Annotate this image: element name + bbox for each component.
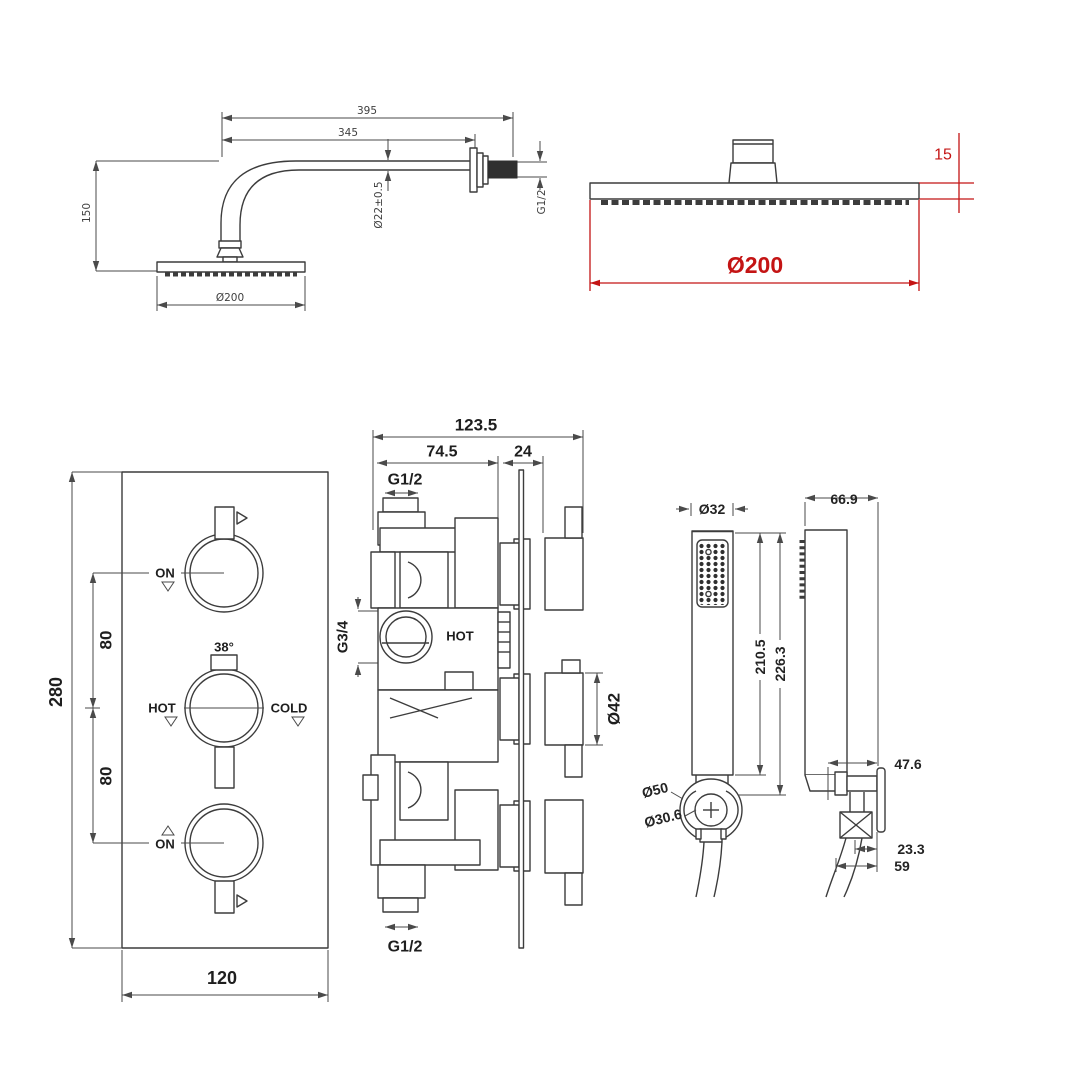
dim-knob-spacing-upper: 80 — [97, 631, 116, 650]
label-thread-bottom: G1/2 — [388, 939, 423, 956]
label-hot-side: HOT — [446, 629, 474, 644]
handshower-view: Ø32 66.9 210.5 226.3 Ø50 Ø30.6 47.6 23.3… — [640, 491, 925, 898]
dim-valve-body-width: 74.5 — [426, 444, 457, 461]
dim-hose-offset: 23.3 — [897, 841, 924, 857]
dim-plate-width: 120 — [207, 968, 237, 988]
dim-holder-inner-diameter: Ø30.6 — [643, 806, 684, 831]
head-red-dimension-lines — [589, 133, 974, 291]
label-on-top: ON — [155, 566, 175, 581]
dim-holder-outer-diameter: Ø50 — [640, 779, 670, 801]
dim-hand-side-width: 66.9 — [830, 491, 857, 507]
dim-bracket-offset: 47.6 — [894, 756, 921, 772]
dim-knob-spacing-lower: 80 — [97, 767, 116, 786]
dim-arm-drop-height: 150 — [81, 203, 93, 223]
dim-arm-total-length: 395 — [357, 105, 377, 117]
handshower-side-outline — [799, 529, 886, 898]
dim-arm-thread: G1/2 — [536, 189, 548, 214]
handshower-holder-outline — [679, 775, 743, 898]
label-hot: HOT — [148, 701, 176, 716]
label-on-bottom: ON — [155, 837, 175, 852]
dim-arm-pipe-diameter: Ø22±0.5 — [373, 181, 385, 228]
valve-side-view: 123.5 74.5 24 G1/2 G3/4 HOT Ø42 G1/2 — [335, 416, 624, 956]
dim-plate-height: 280 — [46, 677, 66, 707]
wall-plate-edge — [499, 469, 531, 949]
shower-arm-outline — [216, 160, 475, 263]
valve-body-outline — [362, 497, 511, 913]
dim-hand-head-width: Ø32 — [699, 501, 726, 517]
dim-hand-body-length: 210.5 — [752, 639, 768, 674]
shower-head-front-view: 15 Ø200 — [589, 133, 974, 291]
arm-wall-thread-outline — [469, 147, 518, 193]
handshower-dimension-lines — [670, 494, 879, 872]
knob-leader-lines — [85, 572, 305, 844]
shower-arm-side-view: 395 345 150 Ø200 Ø22±0.5 G1/2 — [81, 105, 548, 311]
label-thread-top: G1/2 — [388, 472, 423, 489]
dim-head-diameter: Ø200 — [727, 252, 783, 278]
handshower-front-outline — [691, 530, 734, 776]
shower-head-side-outline — [156, 261, 306, 277]
dim-head-thickness: 15 — [934, 147, 952, 164]
dim-arm-head-diameter: Ø200 — [216, 292, 244, 304]
dim-knob-diameter: Ø42 — [605, 693, 624, 725]
dim-arm-length: 345 — [338, 127, 358, 139]
plate-dimension-lines — [68, 471, 329, 1002]
side-knobs-outline — [544, 506, 584, 906]
arm-dimension-lines — [92, 112, 547, 311]
dim-wall-offset: 59 — [894, 858, 910, 874]
dim-valve-projection: 24 — [514, 444, 532, 461]
valve-front-view: ON 38° HOT COLD ON 280 80 80 120 — [46, 471, 329, 1002]
label-temp-38: 38° — [214, 640, 234, 655]
dim-hand-total-length: 226.3 — [772, 646, 788, 681]
dim-valve-total-width: 123.5 — [455, 416, 498, 435]
shower-head-outline — [589, 139, 920, 205]
label-cold: COLD — [271, 701, 308, 716]
label-thread-port: G3/4 — [335, 620, 352, 653]
trim-plate-outline — [121, 471, 329, 949]
